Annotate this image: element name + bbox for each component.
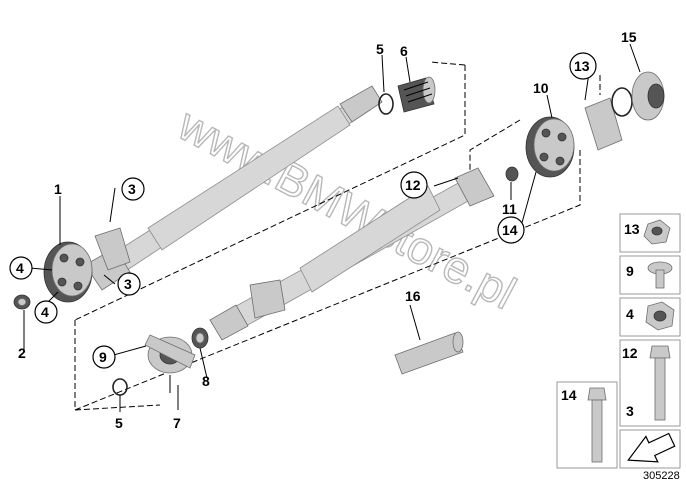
callout-11: 11 — [502, 201, 517, 217]
legend-label-3: 3 — [626, 403, 634, 419]
callout-4a-circle — [9, 256, 33, 280]
callout-5-lower: 5 — [115, 415, 123, 431]
callout-3a: 3 — [128, 181, 136, 197]
threaded-sleeve — [397, 76, 436, 113]
o-ring-lower — [112, 378, 128, 396]
dashed-assembly-line-upper — [74, 61, 466, 321]
legend-label-13: 13 — [624, 221, 640, 237]
callout-13-circle — [569, 52, 597, 80]
leader-lines — [23, 43, 641, 412]
callout-2: 2 — [18, 345, 26, 361]
arrow-icon — [627, 432, 676, 463]
callout-8: 8 — [202, 373, 210, 389]
callout-6: 6 — [400, 43, 408, 59]
center-bearing — [144, 327, 209, 374]
legend-panel-12-3: 12 3 — [619, 339, 681, 427]
callout-14-circle — [497, 216, 525, 244]
dashed-assembly-line-right — [469, 75, 601, 175]
callout-7: 7 — [173, 415, 181, 431]
rear-flange — [505, 97, 623, 182]
diagram-code: 305228 — [643, 470, 680, 482]
callout-5-upper: 5 — [376, 41, 384, 57]
legend-panel-13: 13 — [619, 213, 681, 253]
legend-panel-4: 4 — [619, 297, 681, 337]
callout-12-circle — [400, 171, 428, 199]
callout-9: 9 — [99, 349, 107, 365]
callout-1: 1 — [54, 181, 62, 197]
callout-3b: 3 — [124, 276, 132, 292]
final-drive-flange — [631, 71, 665, 121]
callout-4b: 4 — [41, 304, 49, 320]
o-ring-rear — [611, 87, 633, 117]
rear-flex-disc — [525, 116, 575, 178]
dashed-assembly-line-lower — [74, 150, 581, 411]
callout-13: 13 — [574, 58, 590, 74]
front-flex-disc — [43, 241, 93, 303]
legend-panel-14: 14 — [556, 381, 618, 469]
callout-4a: 4 — [16, 260, 24, 276]
callout-16: 16 — [405, 288, 421, 304]
legend-label-14: 14 — [561, 387, 577, 403]
callout-9-circle — [92, 345, 116, 369]
grease-tube — [394, 331, 464, 375]
o-ring-upper — [378, 93, 394, 115]
callout-14: 14 — [502, 222, 518, 238]
callout-12: 12 — [405, 177, 421, 193]
legend-label-9: 9 — [626, 263, 634, 279]
legend-label-4: 4 — [626, 306, 634, 322]
centering-sleeve — [13, 294, 31, 310]
callout-10: 10 — [533, 80, 549, 96]
callout-3a-circle — [121, 177, 145, 201]
arrow-icon-panel — [619, 429, 681, 469]
rear-propeller-shaft — [209, 167, 495, 341]
callout-15: 15 — [621, 29, 637, 45]
legend-panel-9: 9 — [619, 255, 681, 295]
callout-3b-circle — [117, 272, 141, 296]
callout-4b-circle — [34, 300, 58, 324]
legend-label-12: 12 — [622, 345, 638, 361]
front-propeller-shaft — [84, 85, 383, 291]
